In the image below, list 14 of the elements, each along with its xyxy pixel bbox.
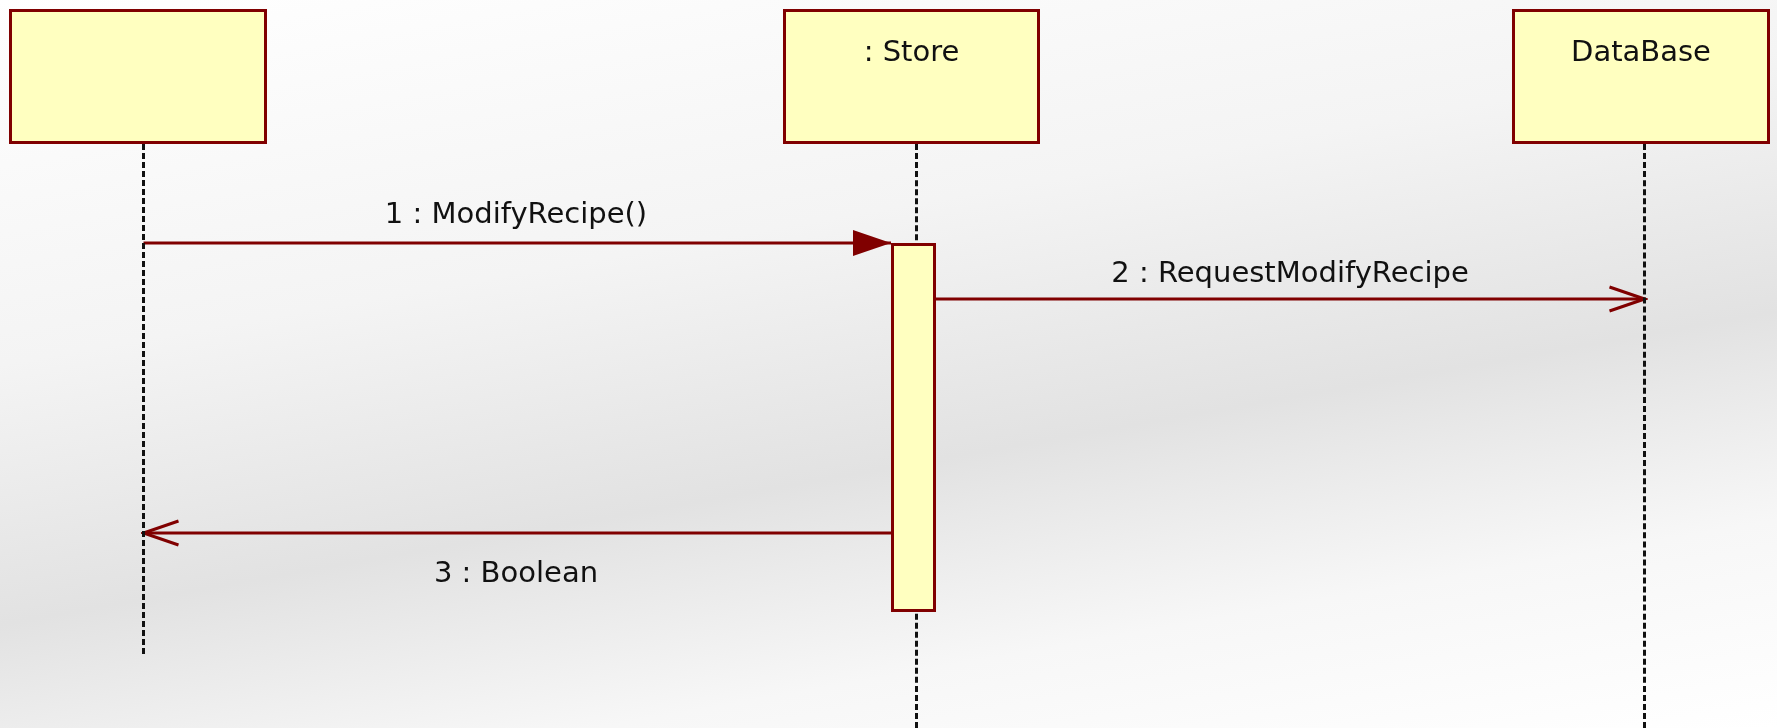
message-arrow [143,230,891,256]
activation-bar [891,243,936,612]
object-box [783,9,1040,144]
object-box [9,9,267,144]
message-arrow [142,519,891,547]
message-label: 1 : ModifyRecipe() [384,196,648,230]
message-label: 3 : Boolean [433,555,599,589]
message-arrow [936,285,1646,313]
object-box [1512,9,1770,144]
object-name: DataBase [1570,34,1712,68]
lifeline [142,144,145,654]
object-name: : Store [862,34,961,68]
message-label: 2 : RequestModifyRecipe [1111,255,1469,289]
lifeline [1643,144,1646,728]
